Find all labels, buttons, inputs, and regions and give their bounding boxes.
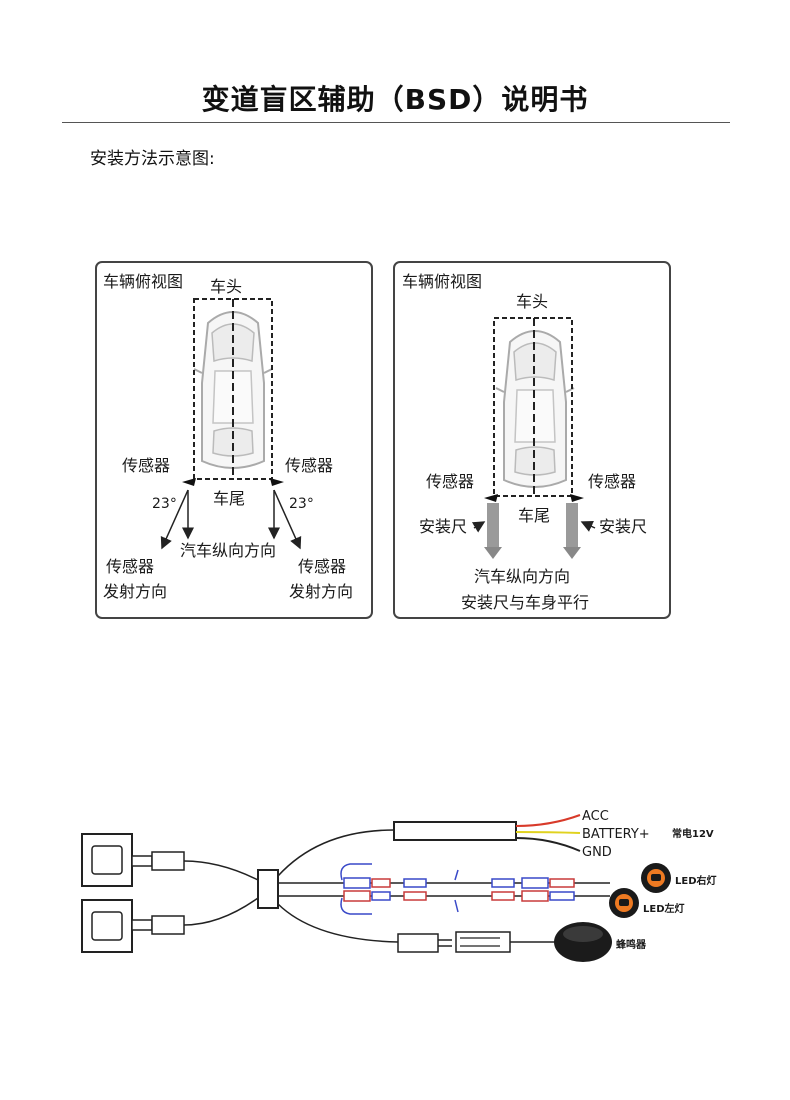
sensor-connector-bottom [151,915,185,935]
left-sensor-label-r: 传感器 [285,456,333,475]
left-front-label: 车头 [210,277,242,296]
left-emit-label-r2: 发射方向 [289,582,353,601]
left-emit-arrow-r [273,489,302,550]
right-ruler-label-r: 安装尺 [599,517,647,536]
gnd-label: GND [582,845,612,860]
right-front-label: 车头 [516,292,548,311]
control-module [393,821,517,841]
left-emit-label-l2: 发射方向 [103,582,167,601]
buzzer-plug-male [397,933,439,953]
led-left-label: LED左灯 [643,902,685,915]
left-rear-label: 车尾 [213,489,245,508]
right-sensor-icon-l [484,494,498,502]
led-connector-1a [343,877,371,889]
left-sensor-icon-l [182,478,196,486]
wiring-diagram: ACC BATTERY+ 常电12V GND LED右灯 LED左灯 [81,809,717,962]
left-install-panel: 车辆俯视图 车头 传感器 传感器 车尾 23° 23° 汽车纵向方向 传感器 发… [95,261,373,619]
left-angle-r: 23° [289,496,314,512]
right-parallel-label: 安装尺与车身平行 [461,593,589,612]
led-connector-1b [521,877,549,889]
right-sensor-label-l: 传感器 [426,472,474,491]
left-direction-label: 汽车纵向方向 [180,541,276,560]
led-right-label: LED右灯 [675,874,717,887]
radar-sensor-bottom [81,899,133,953]
title-divider [62,122,730,123]
right-panel-heading: 车辆俯视图 [402,272,482,291]
right-ruler-r [566,503,578,547]
right-rear-label: 车尾 [518,506,550,525]
sensor-connector-top [151,851,185,871]
right-ruler-arrow-r [563,547,581,559]
buzzer-plug-female [455,931,511,953]
right-ruler-label-l: 安装尺 [419,517,467,536]
right-ruler-pointer-r [580,520,596,532]
right-sensor-icon-r [570,494,584,502]
right-ruler-pointer-l [471,521,486,533]
left-sensor-icon-r [270,478,284,486]
battery-note: 常电12V [672,827,714,840]
right-direction-label: 汽车纵向方向 [474,567,570,586]
left-vehicle-outline [193,298,273,480]
left-emit-arrow-l [160,489,189,550]
left-angle-l: 23° [152,496,177,512]
right-sensor-label-r: 传感器 [588,472,636,491]
battery-label: BATTERY+ [582,827,650,842]
left-panel-heading: 车辆俯视图 [103,272,183,291]
led-connector-2a [343,890,371,902]
left-sensor-label-l: 传感器 [122,456,170,475]
wire-hub [257,869,279,909]
buzzer-label: 蜂鸣器 [616,938,647,951]
left-emit-label-r1: 传感器 [298,557,346,576]
gnd-wire [515,837,581,852]
acc-wire [515,814,581,827]
right-install-panel: 车辆俯视图 车头 传感器 传感器 车尾 安装尺 安装尺 汽车纵向方向 安装尺与车… [393,261,671,619]
acc-label: ACC [582,809,609,824]
right-ruler-l [487,503,499,547]
right-ruler-arrow-l [484,547,502,559]
led-connector-2b [521,890,549,902]
page-title: 变道盲区辅助（BSD）说明书 [201,83,589,116]
left-emit-label-l1: 传感器 [106,557,154,576]
battery-wire [515,831,581,834]
section-label: 安装方法示意图: [90,149,215,169]
